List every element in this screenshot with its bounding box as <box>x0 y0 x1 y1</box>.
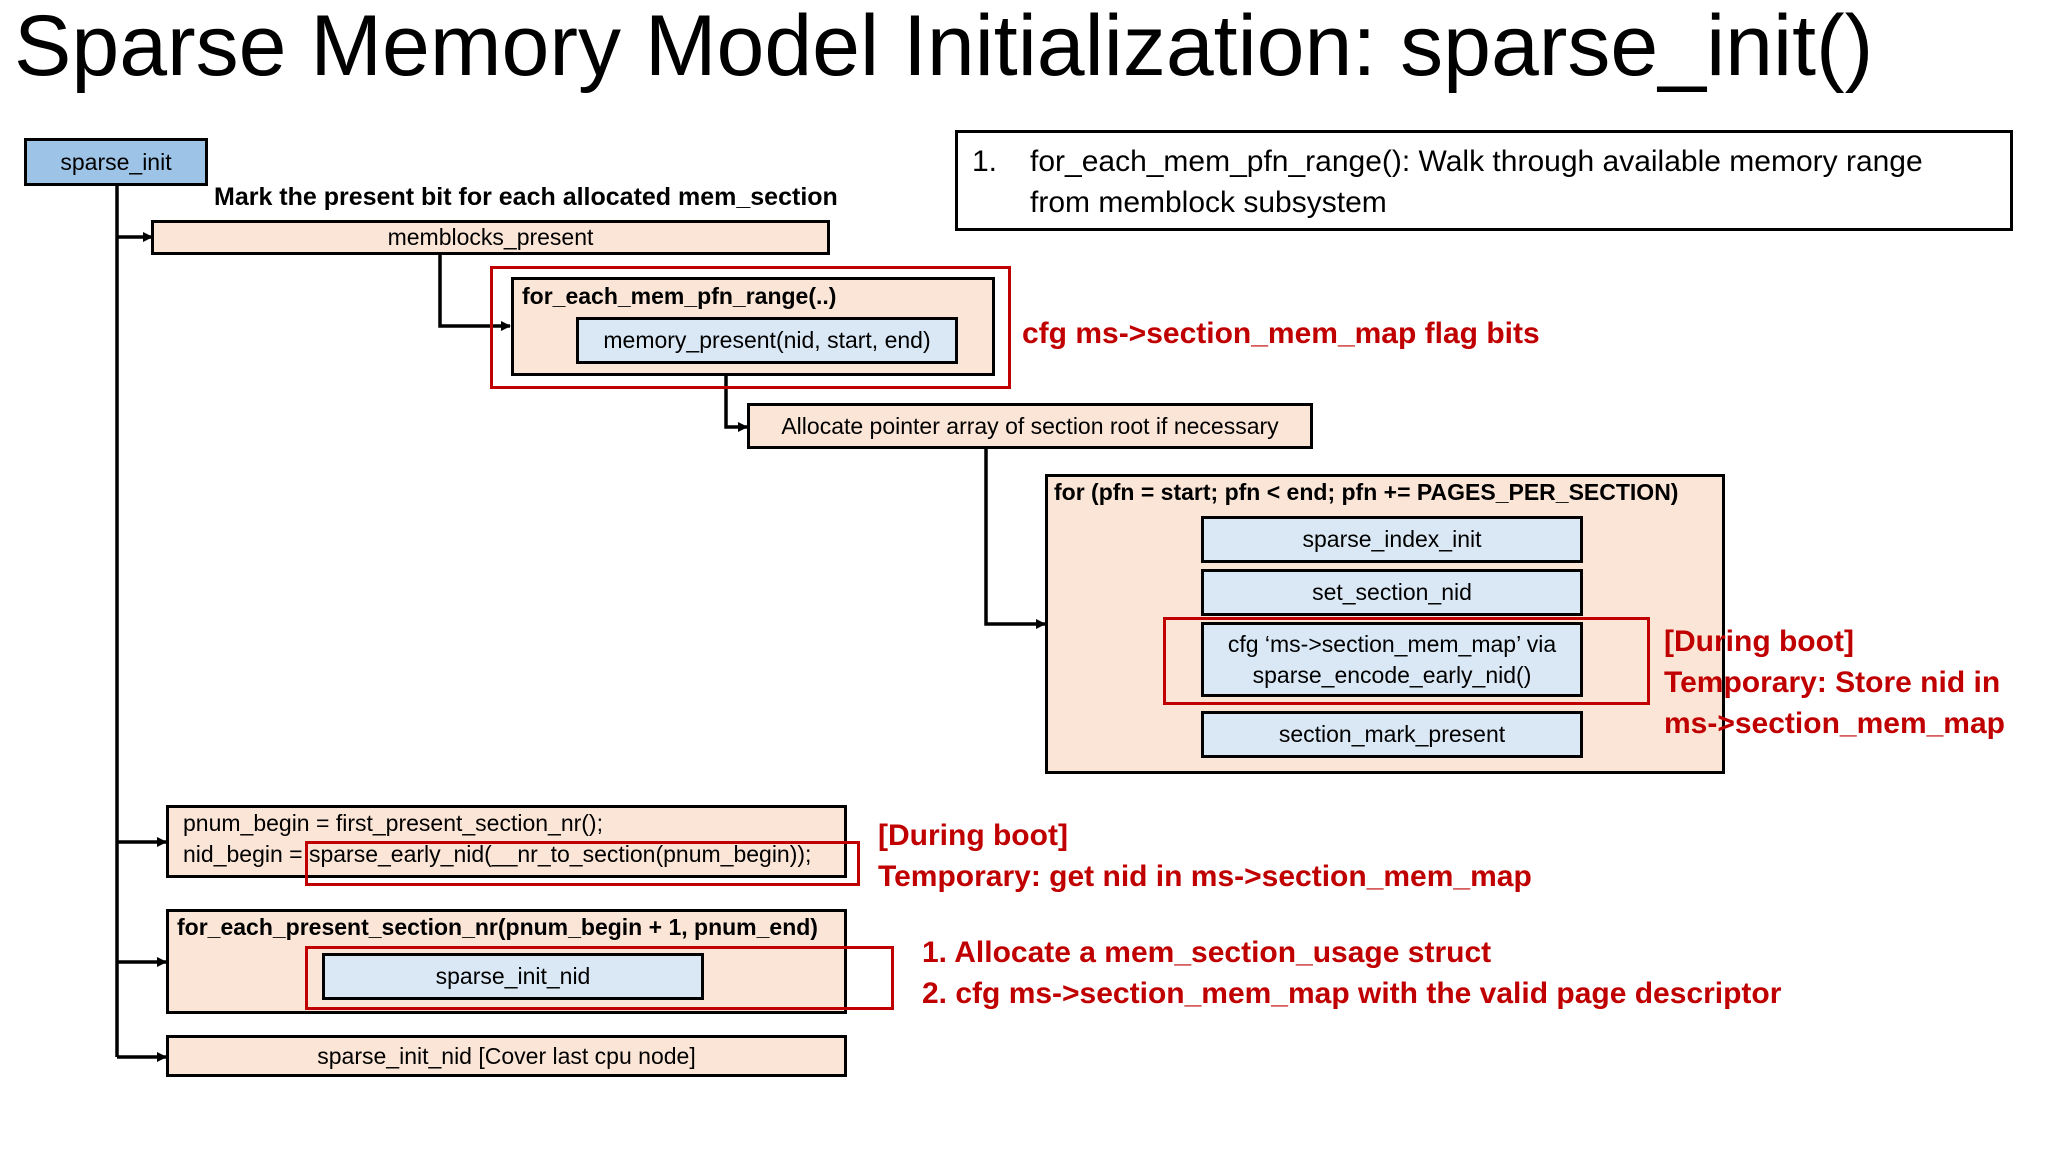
allocate-root-box: Allocate pointer array of section root i… <box>747 403 1313 449</box>
boot-note-1-line3: ms->section_mem_map <box>1664 707 2005 740</box>
boot-note-1-line2: Temporary: Store nid in <box>1664 666 2001 699</box>
alloc-note: 1. Allocate a mem_section_usage struct 2… <box>922 932 1781 1014</box>
set-section-nid-box: set_section_nid <box>1201 569 1583 616</box>
arrow-to-pfn-range <box>438 255 511 331</box>
side-note-line1: for_each_mem_pfn_range(): Walk through a… <box>1030 145 1923 178</box>
side-note-box: 1. for_each_mem_pfn_range(): Walk throug… <box>955 130 2013 231</box>
memblocks-present-box: memblocks_present <box>151 220 830 255</box>
boot-note-1: [During boot] Temporary: Store nid in ms… <box>1664 621 2005 744</box>
highlight-cfg-mem-map <box>1163 617 1650 705</box>
sparse-init-box: sparse_init <box>24 138 208 186</box>
sparse-init-nid-box: sparse_init_nid <box>322 953 704 1000</box>
alloc-note-line2: 2. cfg ms->section_mem_map with the vali… <box>922 977 1782 1010</box>
highlight-pfn-range <box>490 266 1011 389</box>
pfn-loop-label: for (pfn = start; pfn < end; pfn += PAGE… <box>1054 479 1679 505</box>
alloc-note-line1: 1. Allocate a mem_section_usage struct <box>922 936 1492 969</box>
pnum-line2: nid_begin = sparse_early_nid(__nr_to_sec… <box>183 841 812 867</box>
page-title: Sparse Memory Model Initialization: spar… <box>14 0 1874 94</box>
side-note-line2: from memblock subsystem <box>1030 186 1387 219</box>
highlight-sparse-init-nid <box>305 946 894 1010</box>
boot-note-2-line1: [During boot] <box>878 819 1068 852</box>
section-mark-present-box: section_mark_present <box>1201 711 1583 758</box>
highlight-sparse-early-nid <box>305 841 860 886</box>
boot-note-2-line2: Temporary: get nid in ms->section_mem_ma… <box>878 860 1532 893</box>
flag-bits-note: cfg ms->section_mem_map flag bits <box>1022 317 1540 350</box>
for-each-present-label: for_each_present_section_nr(pnum_begin +… <box>177 914 818 940</box>
sparse-init-nid-last-box: sparse_init_nid [Cover last cpu node] <box>166 1035 847 1077</box>
side-note-number: 1. <box>972 145 998 178</box>
mark-present-caption: Mark the present bit for each allocated … <box>214 183 838 211</box>
memory-present-box: memory_present(nid, start, end) <box>576 317 958 364</box>
pnum-line1: pnum_begin = first_present_section_nr(); <box>183 810 603 836</box>
cfg-mem-map-box: cfg ‘ms->section_mem_map’ via sparse_enc… <box>1201 622 1583 697</box>
sparse-index-init-box: sparse_index_init <box>1201 516 1583 563</box>
arrow-to-allocate <box>724 376 748 432</box>
boot-note-1-line1: [During boot] <box>1664 625 1854 658</box>
cfg-mem-map-line1: cfg ‘ms->section_mem_map’ via <box>1227 630 1557 657</box>
boot-note-2: [During boot] Temporary: get nid in ms->… <box>878 815 1532 897</box>
for-each-mem-pfn-range-label: for_each_mem_pfn_range(..) <box>522 283 837 309</box>
cfg-mem-map-line2: sparse_encode_early_nid() <box>1252 661 1532 688</box>
arrow-to-pfn-loop <box>984 449 1046 629</box>
